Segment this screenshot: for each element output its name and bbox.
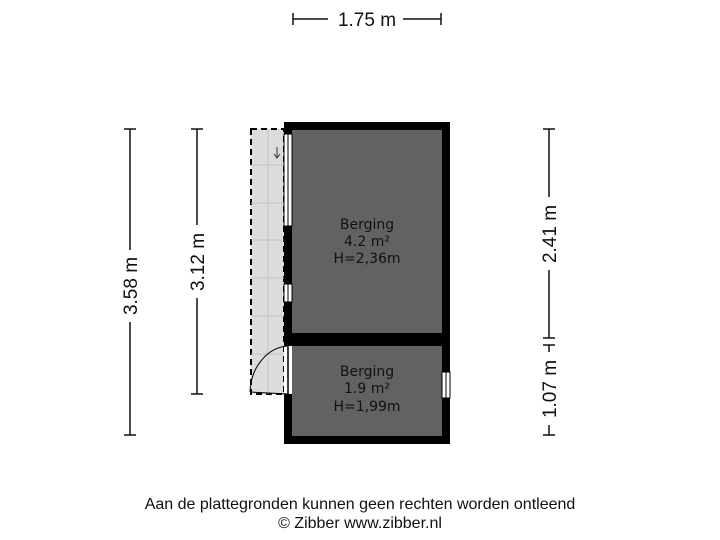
arrow-down-icon — [273, 147, 281, 159]
dimension-left-inner-label: 3.12 m — [188, 233, 209, 291]
window-left-middle — [283, 283, 293, 303]
dimension-top-width: 1.75 m — [292, 10, 442, 31]
dimension-right-lower-label: 1.07 m — [540, 360, 561, 418]
dimension-left-outer-label: 3.58 m — [121, 257, 142, 315]
dimension-right-lower: 1.07 m — [540, 344, 561, 436]
room-berging-small — [292, 346, 442, 436]
room-area: 1.9 m² — [344, 381, 390, 397]
room-height: H=1,99m — [333, 399, 400, 415]
room-area: 4.2 m² — [344, 234, 390, 250]
footer-copyright: © Zibber www.zibber.nl — [278, 515, 442, 532]
window-left-upper — [283, 133, 293, 227]
dimension-left-inner: 3.12 m — [188, 128, 209, 395]
room-label-large: Berging 4.2 m² H=2,36m — [333, 217, 400, 267]
room-berging-large — [292, 130, 442, 333]
dimension-right-upper-label: 2.41 m — [540, 205, 561, 263]
dimension-left-outer: 3.58 m — [121, 128, 142, 436]
dimension-right-upper: 2.41 m — [540, 128, 561, 339]
ramp-area — [250, 128, 285, 395]
room-label-small: Berging 1.9 m² H=1,99m — [333, 364, 400, 415]
window-right-lower — [441, 371, 451, 399]
room-name: Berging — [340, 364, 394, 380]
dimension-top-label: 1.75 m — [338, 10, 396, 31]
footer-disclaimer: Aan de plattegronden kunnen geen rechten… — [144, 496, 576, 513]
room-height: H=2,36m — [333, 251, 400, 267]
door — [249, 345, 292, 395]
room-name: Berging — [340, 217, 394, 233]
